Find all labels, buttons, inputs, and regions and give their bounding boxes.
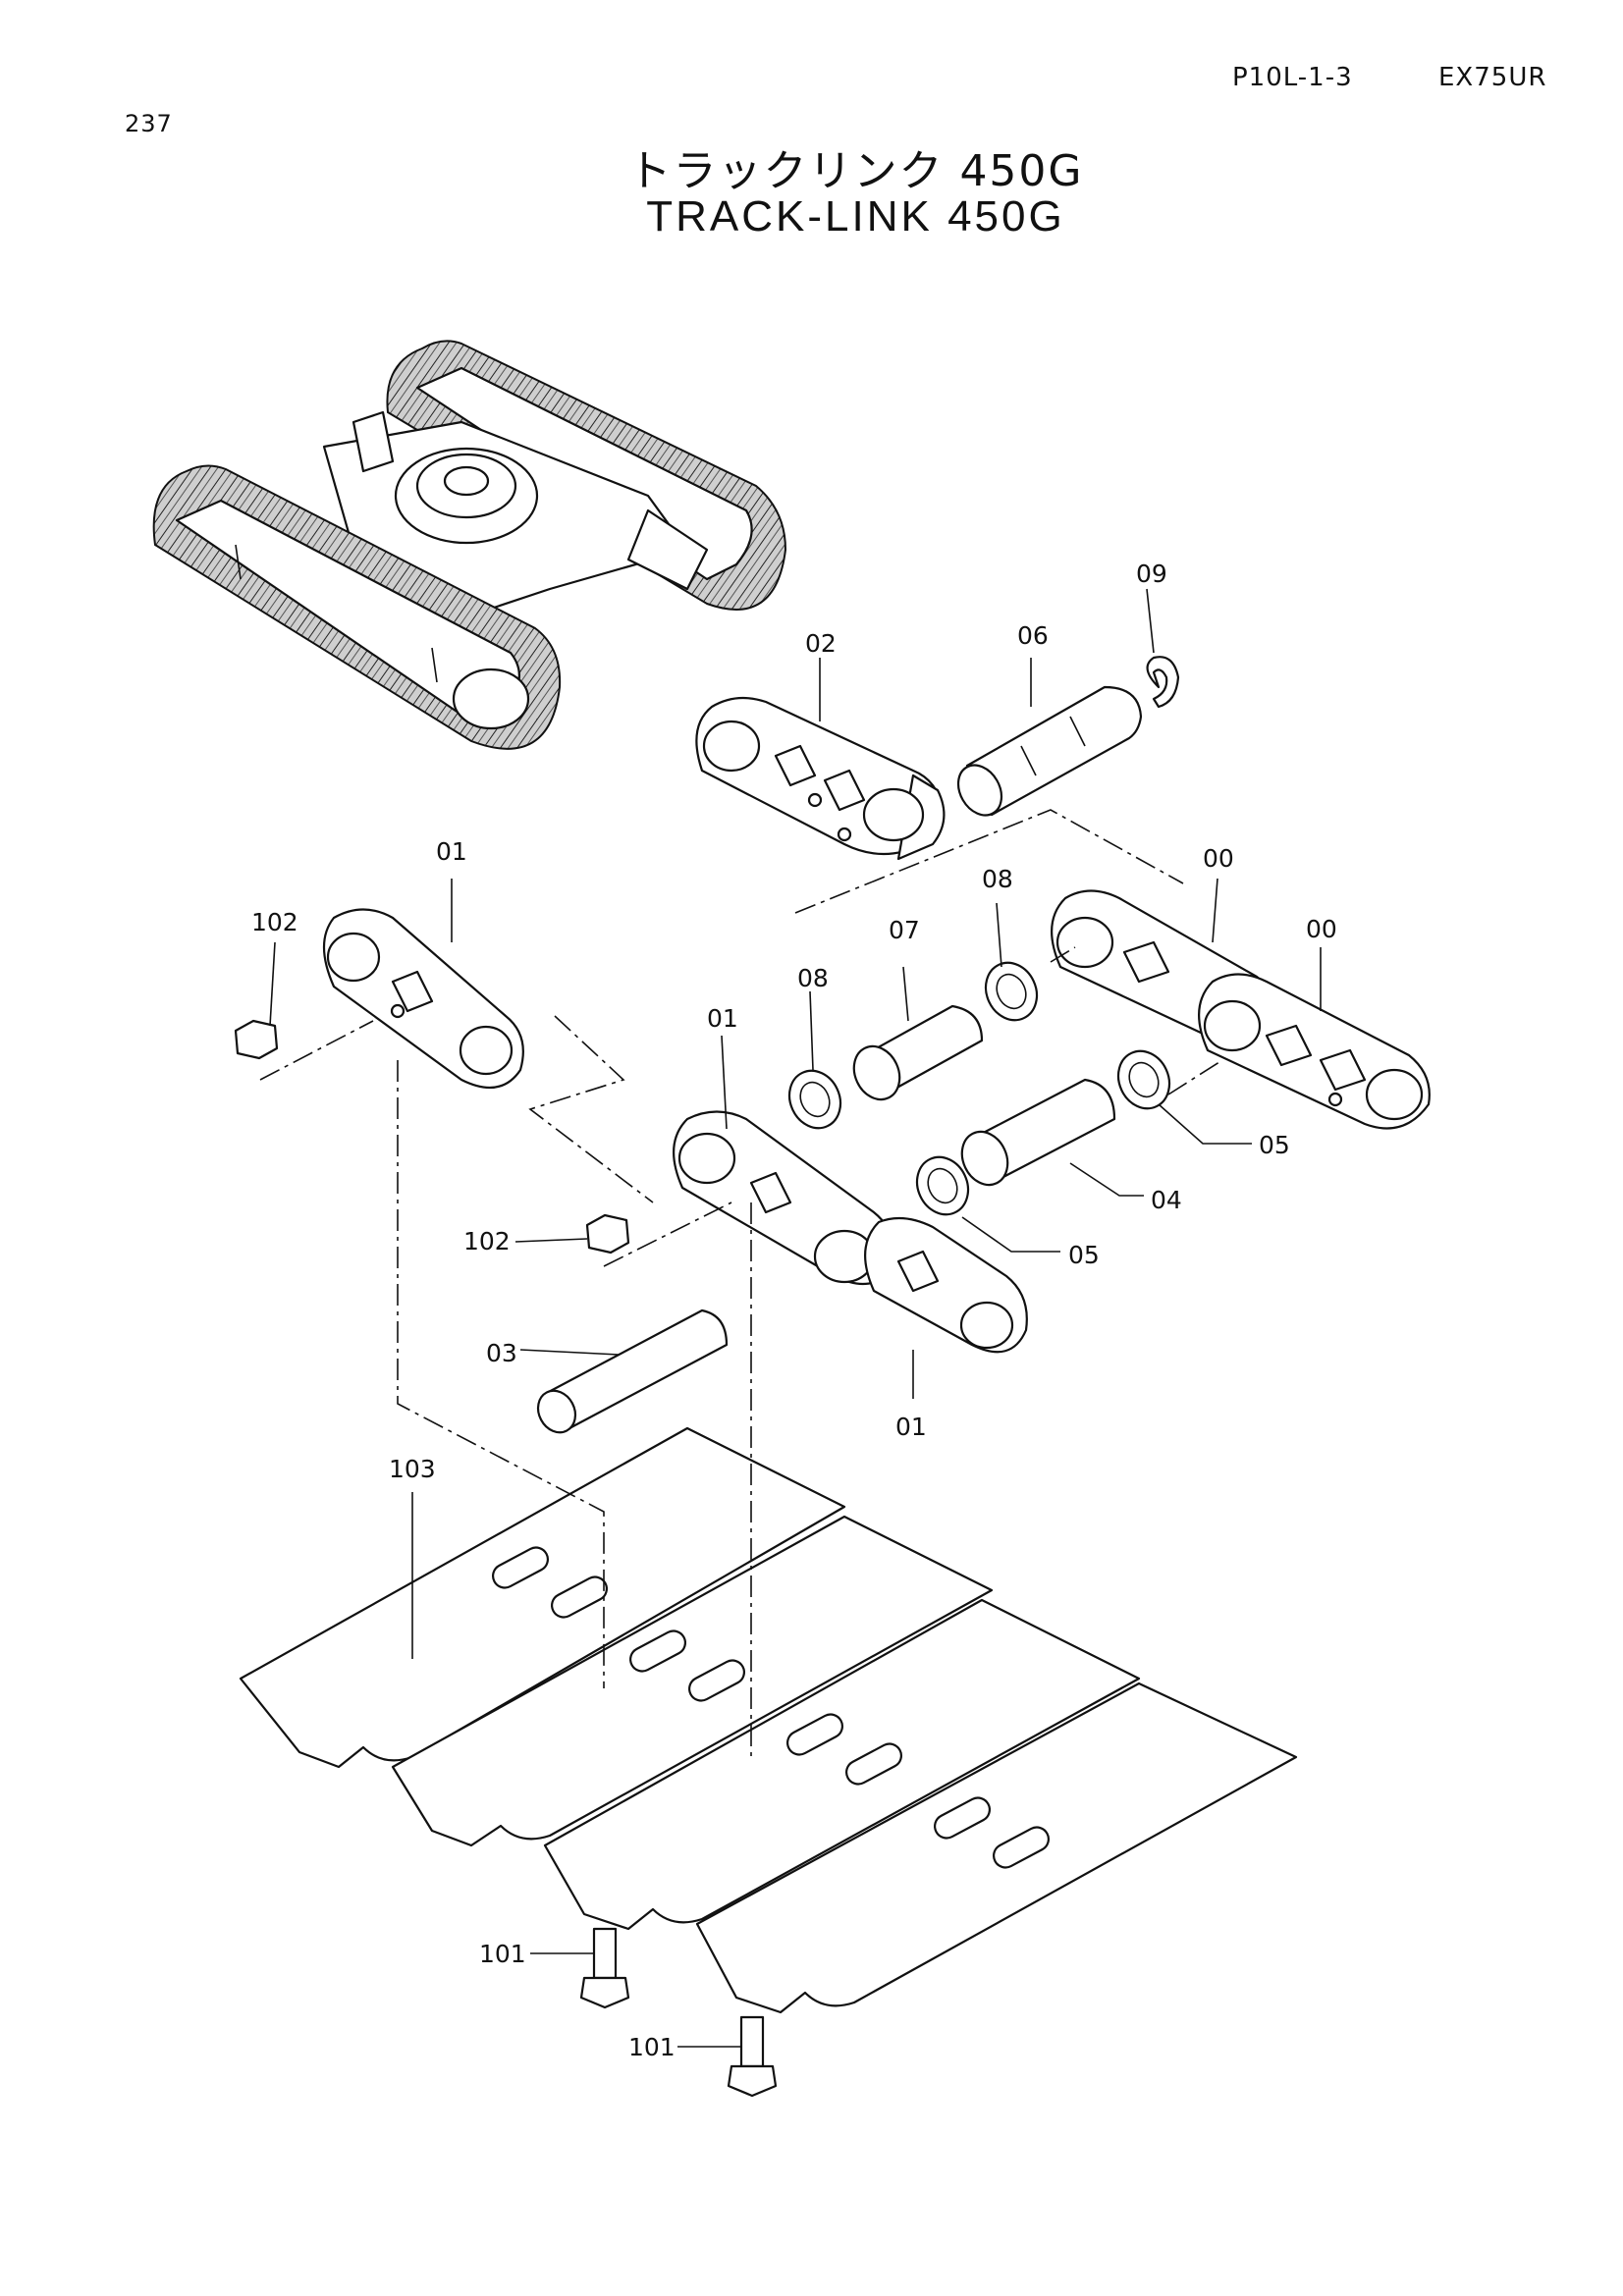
part-101-bolt-lower	[727, 2015, 778, 2098]
callout-06: 06	[1017, 621, 1049, 650]
callout-02: 02	[805, 629, 837, 658]
part-09-circlip	[1146, 656, 1180, 709]
title-english: TRACK-LINK 450G	[646, 192, 1065, 240]
part-08-seal-upper	[984, 961, 1039, 1022]
part-01-track-link-left	[323, 908, 524, 1090]
callout-05-left: 05	[1068, 1241, 1100, 1269]
callout-08-lower: 08	[797, 964, 829, 992]
callout-03: 03	[486, 1339, 517, 1367]
callout-01-center: 01	[707, 1004, 738, 1033]
callout-01-lower: 01	[895, 1413, 927, 1441]
undercarriage-illustration	[152, 340, 787, 750]
part-102-nut-lower	[585, 1213, 630, 1255]
callout-05-right: 05	[1259, 1131, 1290, 1159]
callout-101-upper: 101	[479, 1940, 526, 1968]
part-07-bushing	[852, 1004, 984, 1101]
part-101-bolt-upper	[579, 1927, 630, 2009]
callout-07: 07	[889, 916, 920, 944]
callout-08-upper: 08	[982, 865, 1013, 893]
part-02-track-link	[695, 696, 946, 861]
callout-00-lower: 00	[1306, 915, 1337, 943]
part-00-track-link-pair	[1051, 889, 1431, 1130]
callout-103: 103	[389, 1455, 436, 1483]
part-05-seal-left	[915, 1155, 970, 1216]
callout-04: 04	[1151, 1186, 1182, 1214]
reference-code: P10L-1-3	[1232, 63, 1353, 92]
title-japanese: トラックリンク 450G	[627, 146, 1084, 196]
part-06-pin	[956, 685, 1143, 817]
page-number: 237	[125, 110, 173, 137]
callout-09: 09	[1136, 560, 1167, 588]
part-103-track-shoes	[239, 1426, 1298, 2014]
part-03-pin	[536, 1308, 729, 1434]
part-05-seal-right	[1116, 1049, 1171, 1110]
callout-102-lower: 102	[463, 1227, 511, 1255]
part-01-track-link-center	[673, 1110, 1028, 1354]
model-code: EX75UR	[1438, 63, 1547, 92]
part-08-seal-lower	[787, 1069, 842, 1130]
callout-102-upper: 102	[251, 908, 298, 936]
callout-101-lower: 101	[628, 2033, 676, 2061]
callout-00-upper: 00	[1203, 844, 1234, 873]
callout-01-left: 01	[436, 837, 467, 866]
part-102-nut-upper	[234, 1019, 279, 1060]
part-04-bushing	[960, 1078, 1116, 1187]
